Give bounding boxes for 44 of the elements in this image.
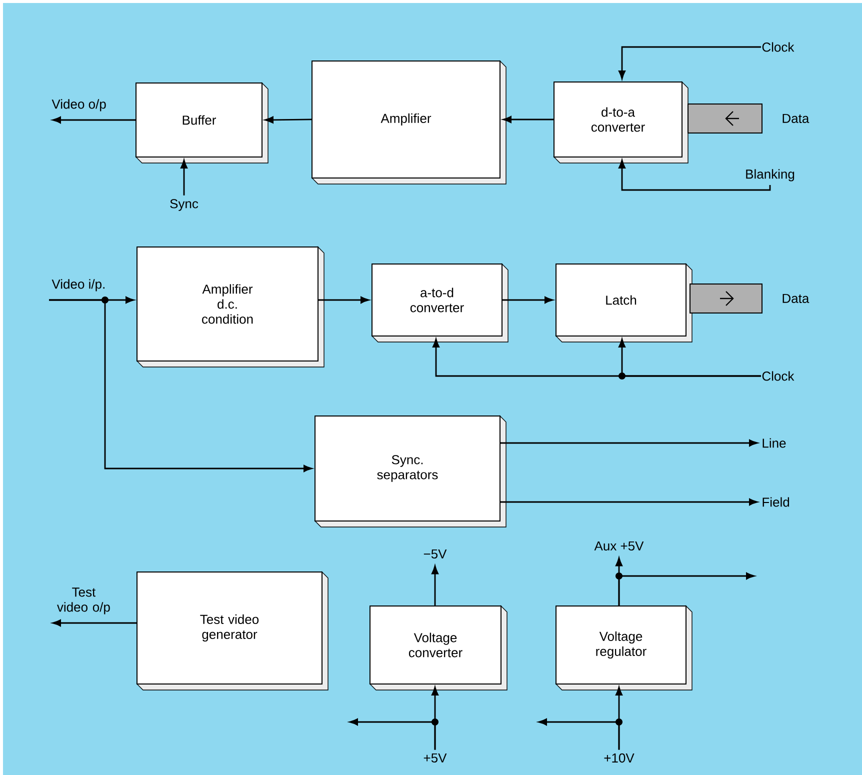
arrow — [618, 338, 761, 377]
signal-label: Video i/p. — [52, 279, 104, 292]
signal-label: Clock — [762, 371, 794, 381]
arrow — [349, 718, 436, 750]
signal-label: Video o/p — [52, 99, 106, 112]
arrow — [618, 572, 755, 606]
signal-label: Aux +5V — [594, 541, 644, 551]
arrow — [500, 498, 758, 506]
arrow — [264, 116, 313, 124]
data-bus-bar — [688, 104, 762, 134]
arrow — [432, 566, 438, 606]
arrow — [180, 160, 188, 196]
signal-label: Field — [762, 497, 790, 507]
arrow — [52, 116, 136, 124]
signal-label: −5V — [424, 549, 447, 559]
block-box: Test video generator — [136, 572, 322, 684]
signal-label: Clock — [762, 42, 794, 52]
arrow — [618, 46, 761, 80]
arrow — [502, 116, 554, 123]
block-box: Buffer — [136, 82, 262, 158]
block-box: Amplifier d.c. condition — [136, 246, 318, 362]
block-box: d-to-a converter — [554, 82, 682, 158]
signal-label: Line — [762, 438, 786, 448]
block-box: Voltage converter — [370, 606, 502, 684]
block-box: Voltage regulator — [556, 606, 686, 684]
arrow — [502, 296, 554, 304]
bus-label: Data — [782, 294, 810, 304]
signal-label: Blanking — [746, 169, 794, 182]
arrow — [49, 299, 312, 472]
arrow — [538, 718, 620, 750]
signal-label: Sync — [170, 199, 198, 211]
arrow — [500, 440, 758, 446]
arrow — [52, 620, 138, 626]
block-box: Latch — [556, 264, 686, 336]
block-box: Amplifier — [312, 60, 500, 178]
bus-label: Data — [782, 114, 810, 124]
signal-label: Test video o/p — [57, 588, 110, 614]
arrow — [318, 296, 370, 304]
block-box: Sync. separators — [314, 416, 500, 522]
block-box: a-to-d converter — [372, 264, 502, 336]
signal-label: +10V — [604, 753, 634, 763]
arrow — [618, 160, 771, 191]
signal-label: +5V — [424, 753, 447, 763]
data-bus-bar — [690, 284, 762, 314]
